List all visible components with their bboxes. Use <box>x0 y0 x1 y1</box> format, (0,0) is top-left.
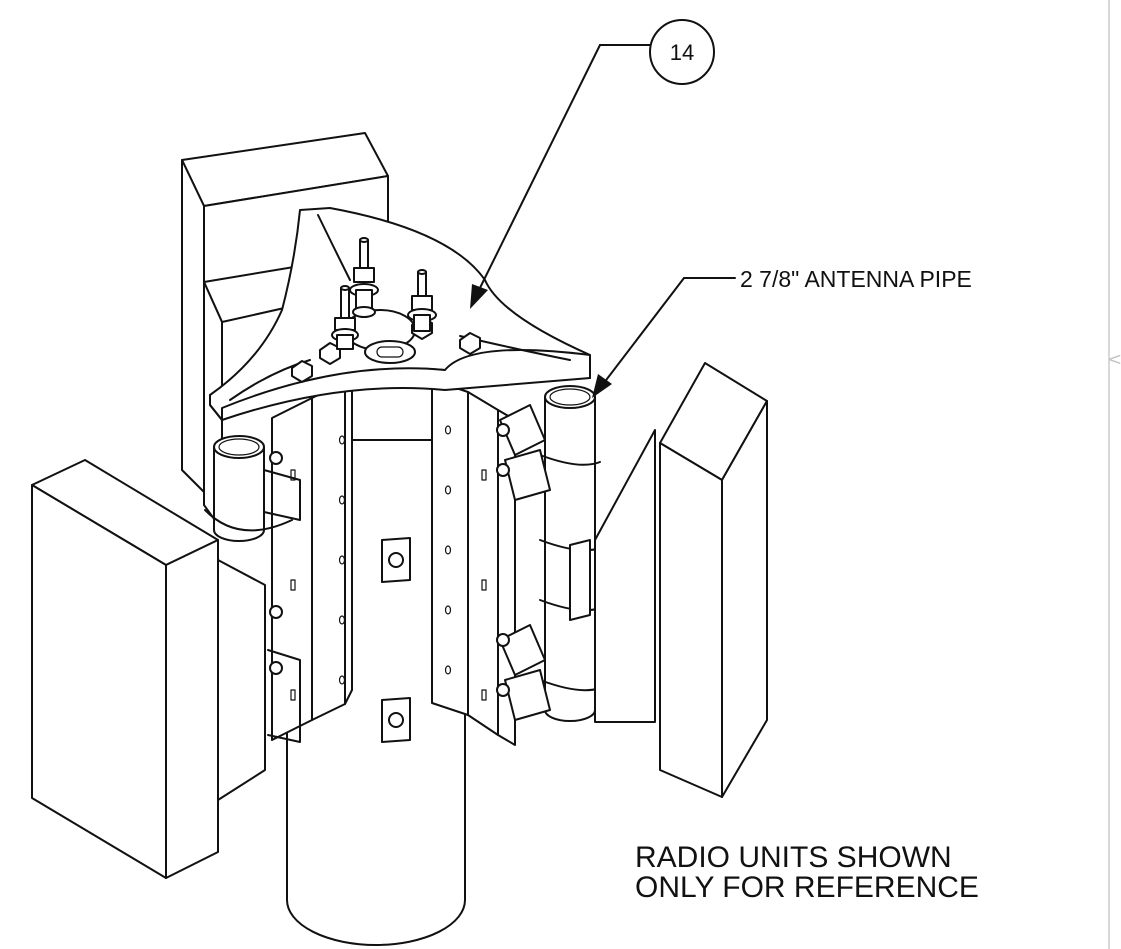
right-antenna-pipe <box>496 385 601 722</box>
left-antenna-pipe <box>204 435 301 743</box>
callout-14: 14 <box>470 19 715 309</box>
collapse-panel-button[interactable]: < <box>1106 346 1121 374</box>
chevron-left-icon: < <box>1106 349 1121 370</box>
callout-bubble <box>649 19 715 85</box>
callout-number: 14 <box>670 40 694 65</box>
note-line-2: ONLY FOR REFERENCE <box>635 871 979 904</box>
threaded-rods <box>331 237 437 350</box>
side-panel-divider <box>1108 0 1121 949</box>
reference-note: RADIO UNITS SHOWN ONLY FOR REFERENCE <box>635 841 979 904</box>
callout-arrowhead <box>470 284 488 309</box>
pipe-label: 2 7/8" ANTENNA PIPE <box>740 266 972 292</box>
note-line-1: RADIO UNITS SHOWN <box>635 841 952 874</box>
radio-unit-left <box>31 459 266 879</box>
mount-brackets <box>271 364 516 746</box>
pipe-arrowhead <box>592 374 612 398</box>
tri-bracket-plate <box>209 207 591 421</box>
radio-unit-right <box>594 362 768 798</box>
pipe-callout: 2 7/8" ANTENNA PIPE <box>592 266 972 398</box>
